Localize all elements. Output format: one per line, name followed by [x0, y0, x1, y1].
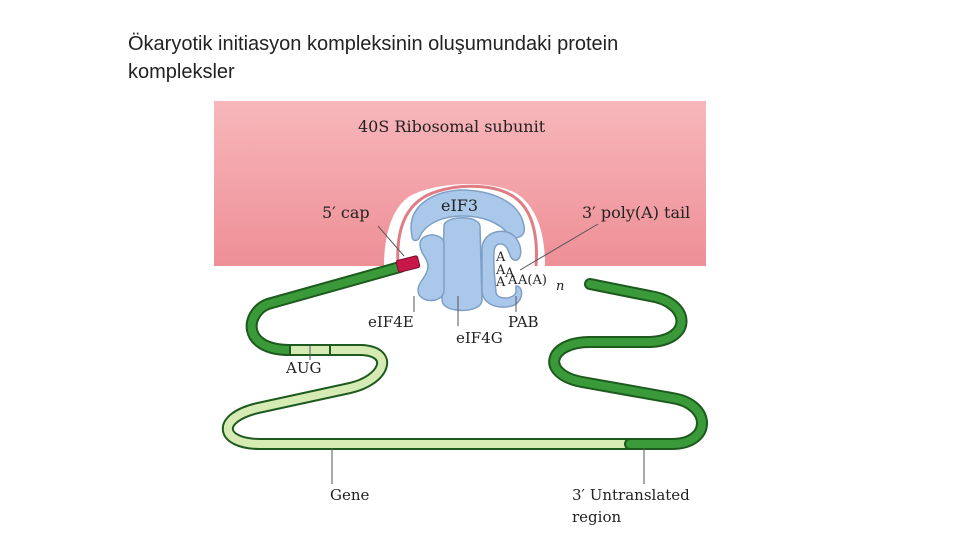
slide-title-line-2: kompleksler — [128, 61, 235, 83]
leader-polya-tail — [519, 223, 599, 271]
polya-tail-sequence: A(A) — [517, 273, 547, 288]
mrna-5prime-fill — [247, 263, 404, 354]
polya-letter-3: A — [504, 266, 515, 281]
mrna-3prime-utr — [550, 280, 706, 448]
polya-n-subscript: n — [556, 279, 564, 294]
polya-letter-2: A — [495, 263, 506, 278]
mrna-5prime-segment — [245, 261, 406, 356]
aug-label: AUG — [285, 359, 321, 377]
eif4g-label: eIF4G — [456, 329, 503, 347]
slide-title: Ökaryotik initiasyon kompleksinin oluşum… — [128, 30, 748, 86]
eif3-label: eIF3 — [441, 196, 478, 215]
mrna-5prime-cap — [395, 255, 421, 273]
polya-letter-1: A — [495, 250, 506, 265]
mrna-coding-region — [223, 346, 630, 448]
eif4g-protein — [441, 217, 483, 312]
cap-label: 5′ cap — [322, 203, 370, 222]
leader-5prime-cap — [377, 225, 405, 257]
pab-label: PAB — [508, 313, 539, 331]
utr-label-line-1: 3′ Untranslated — [572, 486, 690, 504]
polya-tail-label: 3′ poly(A) tail — [582, 203, 690, 222]
polya-letter-5: A — [507, 273, 518, 288]
utr-label-line-2: region — [572, 508, 621, 526]
ribosome-channel-rim — [396, 184, 538, 267]
pab-protein — [481, 230, 523, 308]
ribosome-label: 40S Ribosomal subunit — [358, 117, 546, 136]
gene-label: Gene — [330, 486, 370, 504]
eif4e-label: eIF4E — [368, 313, 414, 331]
polya-letter-4: A — [495, 275, 506, 290]
eif4e-protein — [417, 234, 445, 302]
slide-title-line-1: Ökaryotik initiasyon kompleksinin oluşum… — [128, 33, 619, 55]
